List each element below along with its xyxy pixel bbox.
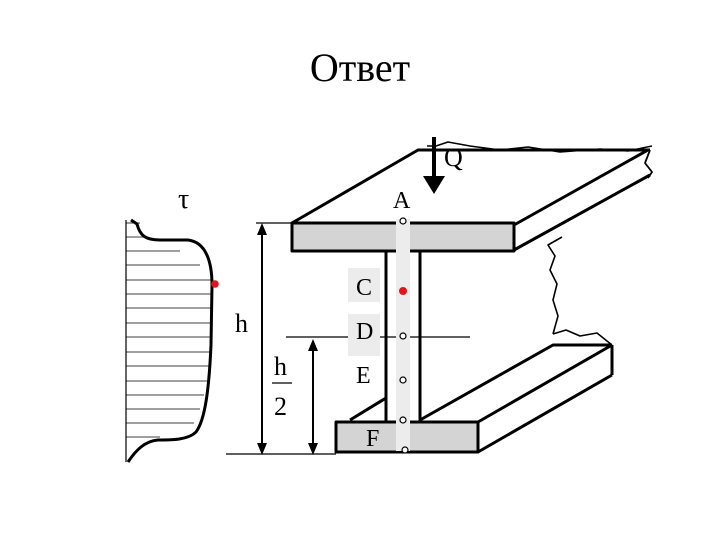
point-d-label: D xyxy=(356,319,373,345)
point-a-label: A xyxy=(393,188,411,214)
half-height-denominator: 2 xyxy=(274,392,287,421)
half-height-dimension: h 2 xyxy=(272,339,318,455)
i-beam xyxy=(290,141,653,454)
shear-stress-plot: τ xyxy=(125,184,219,463)
web-points: A C D E F xyxy=(348,188,411,454)
height-dimension: h xyxy=(226,222,336,455)
point-f-label: F xyxy=(366,426,379,452)
bottom-flange-right-edge xyxy=(477,343,613,424)
stress-curve xyxy=(126,218,214,463)
stress-hatching xyxy=(126,222,212,438)
point-label-c-box xyxy=(348,268,380,302)
point-f-marker xyxy=(399,416,407,424)
point-e-label: E xyxy=(356,363,371,389)
beam-torn-edge xyxy=(644,149,653,179)
stress-symbol-label: τ xyxy=(178,184,189,215)
point-c-marker xyxy=(399,287,407,295)
load-label: Q xyxy=(444,143,463,172)
point-label-d-box xyxy=(348,314,380,356)
point-f-bottom-marker xyxy=(401,446,409,454)
load-arrow: Q xyxy=(423,137,463,194)
top-flange-top-surface xyxy=(291,148,650,225)
stress-point-c-marker xyxy=(211,280,219,288)
point-c-label: C xyxy=(356,275,372,301)
point-e-marker xyxy=(399,376,407,384)
half-height-numerator: h xyxy=(274,352,287,381)
point-a-marker xyxy=(399,217,407,225)
bottom-flange-top-surface xyxy=(419,343,612,422)
slide-title: Ответ xyxy=(309,45,411,90)
top-flange-right-edge xyxy=(513,148,649,227)
point-d-marker xyxy=(399,332,407,340)
height-label: h xyxy=(235,309,248,338)
